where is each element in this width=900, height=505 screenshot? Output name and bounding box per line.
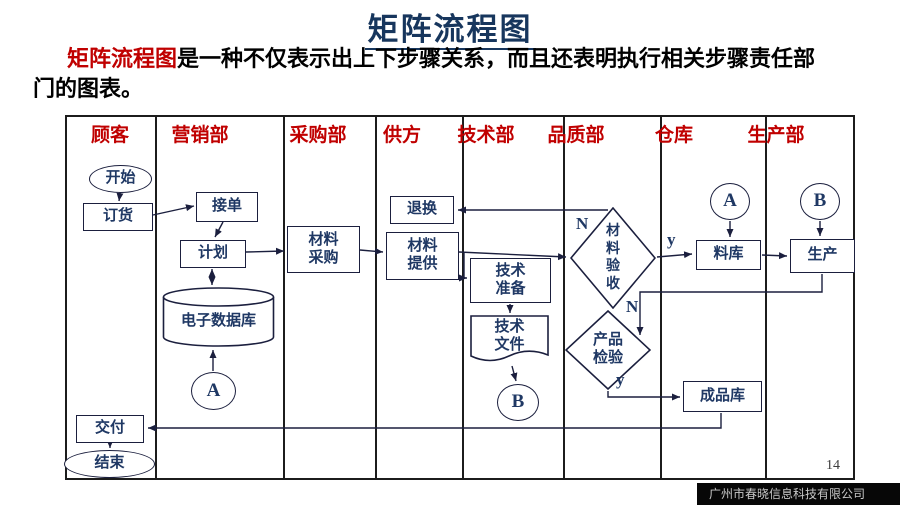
material-purchase-node: 材料采购	[287, 226, 360, 273]
column-header-quality: 品质部	[547, 125, 605, 146]
column-divider	[462, 115, 464, 480]
connector-a-label: A	[723, 190, 737, 212]
tech-doc-node: 技术文件	[470, 315, 549, 365]
accept-order-node: 接单	[196, 192, 258, 222]
delivery-label: 交付	[94, 420, 125, 437]
production-label: 生产	[807, 247, 838, 264]
column-divider	[283, 115, 285, 480]
column-header-purchasing: 采购部	[289, 125, 347, 146]
watermark-text: 广州市春晓信息科技有限公司	[709, 487, 866, 501]
start-label: 开始	[105, 170, 136, 187]
connector-b-bottom: B	[497, 384, 539, 421]
end-node: 结束	[64, 450, 155, 478]
tech-doc-label: 技术文件	[494, 319, 525, 353]
branch-label-product-no: N	[626, 297, 639, 316]
material-inspect-decision: 材料验收	[570, 207, 656, 309]
column-header-marketing: 营销部	[171, 125, 229, 146]
connector-a-bottom: A	[191, 372, 236, 410]
material-supply-node: 材料提供	[386, 232, 459, 280]
column-divider	[563, 115, 565, 480]
plan-node: 计划	[180, 240, 246, 268]
branch-label-inspect-no: N	[576, 214, 589, 233]
diamond-shape	[570, 207, 656, 309]
start-node: 开始	[89, 165, 152, 193]
connector-a-top: A	[710, 183, 750, 220]
end-label: 结束	[94, 455, 125, 472]
connector-a-label: A	[206, 379, 221, 401]
finished-store-label: 成品库	[699, 387, 745, 404]
material-store-label: 料库	[713, 246, 744, 263]
tech-prepare-node: 技术准备	[470, 258, 551, 303]
return-exchange-label: 退换	[406, 201, 437, 218]
column-divider	[375, 115, 377, 480]
connector-b-label: B	[813, 190, 827, 212]
column-divider	[660, 115, 662, 480]
matrix-frame	[65, 115, 855, 480]
column-header-customer: 顾客	[90, 125, 129, 146]
production-node: 生产	[790, 239, 855, 273]
database-label: 电子数据库	[180, 313, 256, 330]
intro-paragraph: 矩阵流程图是一种不仅表示出上下步骤关系，而且还表明执行相关步骤责任部门的图表。	[33, 44, 828, 103]
intro-text: 是一种不仅表示出上下步骤关系，而且还表明执行相关步骤责任部门的图表。	[33, 46, 816, 101]
product-inspect-decision: 产品检验	[565, 310, 651, 390]
order-node: 订货	[83, 203, 153, 231]
material-supply-label: 材料提供	[407, 238, 438, 272]
database-node: 电子数据库	[162, 287, 275, 347]
column-divider	[155, 115, 157, 480]
cylinder-shape	[162, 287, 275, 347]
column-header-production: 生产部	[747, 125, 805, 146]
page-title: 矩阵流程图	[0, 4, 900, 50]
page-title-text: 矩阵流程图	[364, 12, 536, 50]
watermark-bar: 广州市春晓信息科技有限公司	[697, 483, 900, 505]
accept-order-label: 接单	[211, 198, 242, 215]
intro-highlight: 矩阵流程图	[67, 46, 178, 71]
order-label: 订货	[102, 208, 133, 225]
document-shape	[470, 315, 549, 362]
connector-b-label: B	[511, 391, 525, 413]
connector-b-top: B	[800, 183, 840, 220]
page-number: 14	[826, 458, 840, 473]
column-header-warehouse: 仓库	[654, 125, 693, 146]
plan-label: 计划	[197, 245, 228, 262]
material-purchase-label: 材料采购	[308, 231, 339, 266]
column-divider	[765, 115, 767, 480]
diamond-shape	[565, 310, 651, 390]
delivery-node: 交付	[76, 415, 144, 443]
product-inspect-label: 产品检验	[592, 332, 623, 366]
material-store-node: 料库	[696, 240, 761, 270]
branch-label-inspect-yes: y	[667, 230, 676, 249]
column-header-supplier: 供方	[382, 125, 421, 146]
material-inspect-label: 材料验收	[606, 224, 620, 292]
return-exchange-node: 退换	[390, 196, 454, 224]
column-header-technical: 技术部	[457, 125, 515, 146]
branch-label-product-yes: y	[616, 370, 625, 389]
finished-store-node: 成品库	[683, 381, 762, 412]
tech-prepare-label: 技术准备	[495, 262, 526, 297]
